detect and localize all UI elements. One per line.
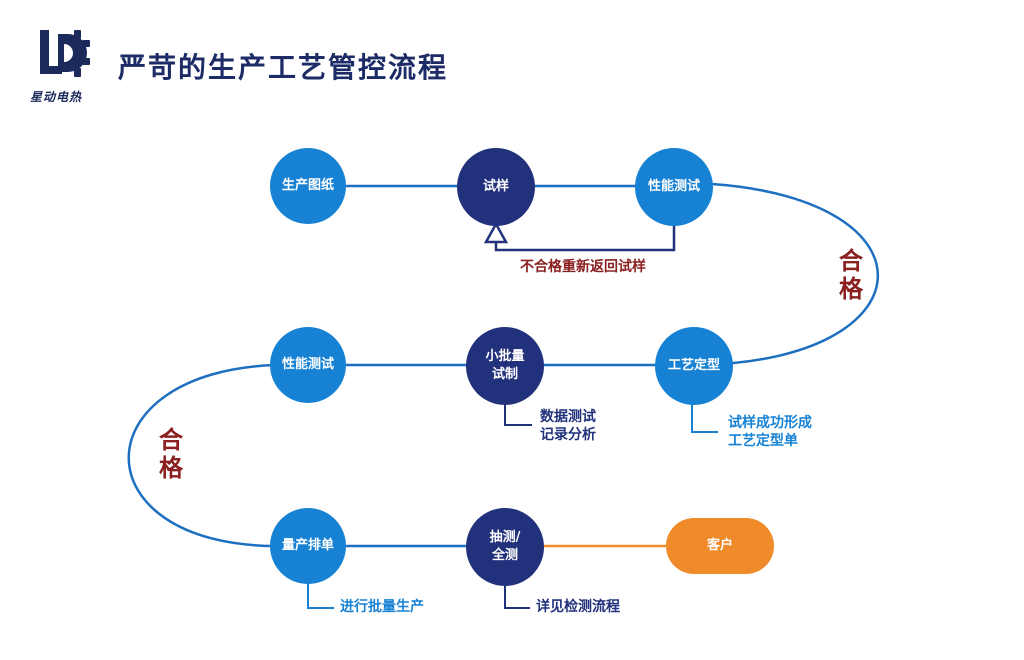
feedback-label: 不合格重新返回试样 (520, 259, 646, 275)
note-inspection: 详见检测流程 (536, 599, 620, 615)
feedback-arrow-icon (483, 221, 509, 244)
feedback-loop-line (494, 222, 676, 252)
node-process-finalized: 工艺定型 (655, 327, 733, 405)
pass-label-left: 合 格 (159, 426, 183, 482)
note-small-batch: 数据测试 记录分析 (540, 409, 596, 444)
ld-gear-logo-icon (40, 30, 90, 77)
node-small-batch: 小批量 试制 (466, 327, 544, 405)
note-mass-schedule: 进行批量生产 (340, 599, 424, 615)
pass-label-right: 合 格 (839, 247, 863, 303)
node-performance-test-2: 性能测试 (270, 327, 346, 403)
node-inspection: 抽测/ 全测 (466, 508, 544, 586)
note-bracket-inspection (504, 580, 530, 609)
node-mass-schedule: 量产排单 (270, 508, 346, 584)
note-bracket-process (691, 398, 718, 433)
brand-logo: 星动电热 (30, 28, 100, 108)
note-bracket-smallbatch (504, 398, 532, 426)
brand-text: 星动电热 (30, 90, 83, 104)
page-title: 严苛的生产工艺管控流程 (118, 51, 449, 84)
node-drawings: 生产图纸 (270, 148, 346, 224)
node-performance-test-1: 性能测试 (635, 148, 713, 226)
node-customer: 客户 (666, 518, 774, 574)
note-process-finalized: 试样成功形成 工艺定型单 (728, 415, 812, 450)
node-sample: 试样 (457, 148, 535, 226)
connector-left-curve (127, 363, 276, 548)
note-bracket-schedule (307, 580, 334, 609)
connector-right-curve (699, 182, 880, 367)
